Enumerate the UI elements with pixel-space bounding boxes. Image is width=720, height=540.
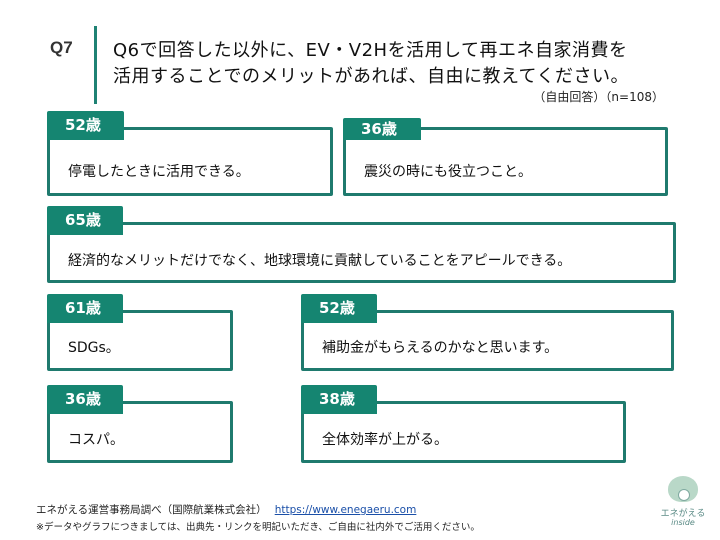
response-text: SDGs。 [68,340,120,356]
response-meta: （自由回答）（n=108） [533,90,664,104]
response-card: 36歳 コスパ。 [47,385,233,463]
age-tab: 36歳 [47,385,123,414]
response-card: 52歳 停電したときに活用できる。 [47,111,333,196]
age-tab: 36歳 [343,118,421,140]
response-text: 補助金がもらえるのかなと思います。 [322,340,559,356]
question-line-2: 活用することでのメリットがあれば、自由に教えてください。 [113,66,630,87]
response-text: 停電したときに活用できる。 [68,164,250,180]
source-text: エネがえる運営事務局調べ（国際航業株式会社） [36,504,267,516]
logo-text: エネがえる [660,509,706,519]
age-tab: 65歳 [47,206,123,235]
response-text: 経済的なメリットだけでなく、地球環境に貢献していることをアピールできる。 [68,253,572,269]
response-card: 52歳 補助金がもらえるのかなと思います。 [301,294,674,371]
response-card: 61歳 SDGs。 [47,294,233,371]
lightbulb-icon [678,489,690,501]
response-text: コスパ。 [68,432,124,448]
age-tab: 38歳 [301,385,377,414]
question-text: Q6で回答した以外に、EV・V2Hを活用して再エネ自家消費を 活用することでのメ… [113,38,629,90]
age-tab: 52歳 [301,294,377,323]
usage-note: ※データやグラフにつきましては、出典先・リンクを明記いただき、ご自由に社内外でご… [36,522,480,533]
question-line-1: Q6で回答した以外に、EV・V2Hを活用して再エネ自家消費を [113,40,628,61]
source-line: エネがえる運営事務局調べ（国際航業株式会社） https://www.enegae… [36,502,416,517]
response-card: 36歳 震災の時にも役立つこと。 [343,118,668,196]
source-link[interactable]: https://www.enegaeru.com [274,504,417,516]
header-divider [94,26,97,104]
response-card: 38歳 全体効率が上がる。 [301,385,626,463]
enegaeru-logo: エネがえる inside [660,472,706,532]
age-tab: 52歳 [47,111,124,140]
response-card: 65歳 経済的なメリットだけでなく、地球環境に貢献していることをアピールできる。 [47,206,676,283]
logo-subtext: inside [671,518,695,527]
age-tab: 61歳 [47,294,123,323]
response-text: 震災の時にも役立つこと。 [364,164,532,180]
response-text: 全体効率が上がる。 [322,432,448,448]
question-number: Q7 [50,38,73,57]
